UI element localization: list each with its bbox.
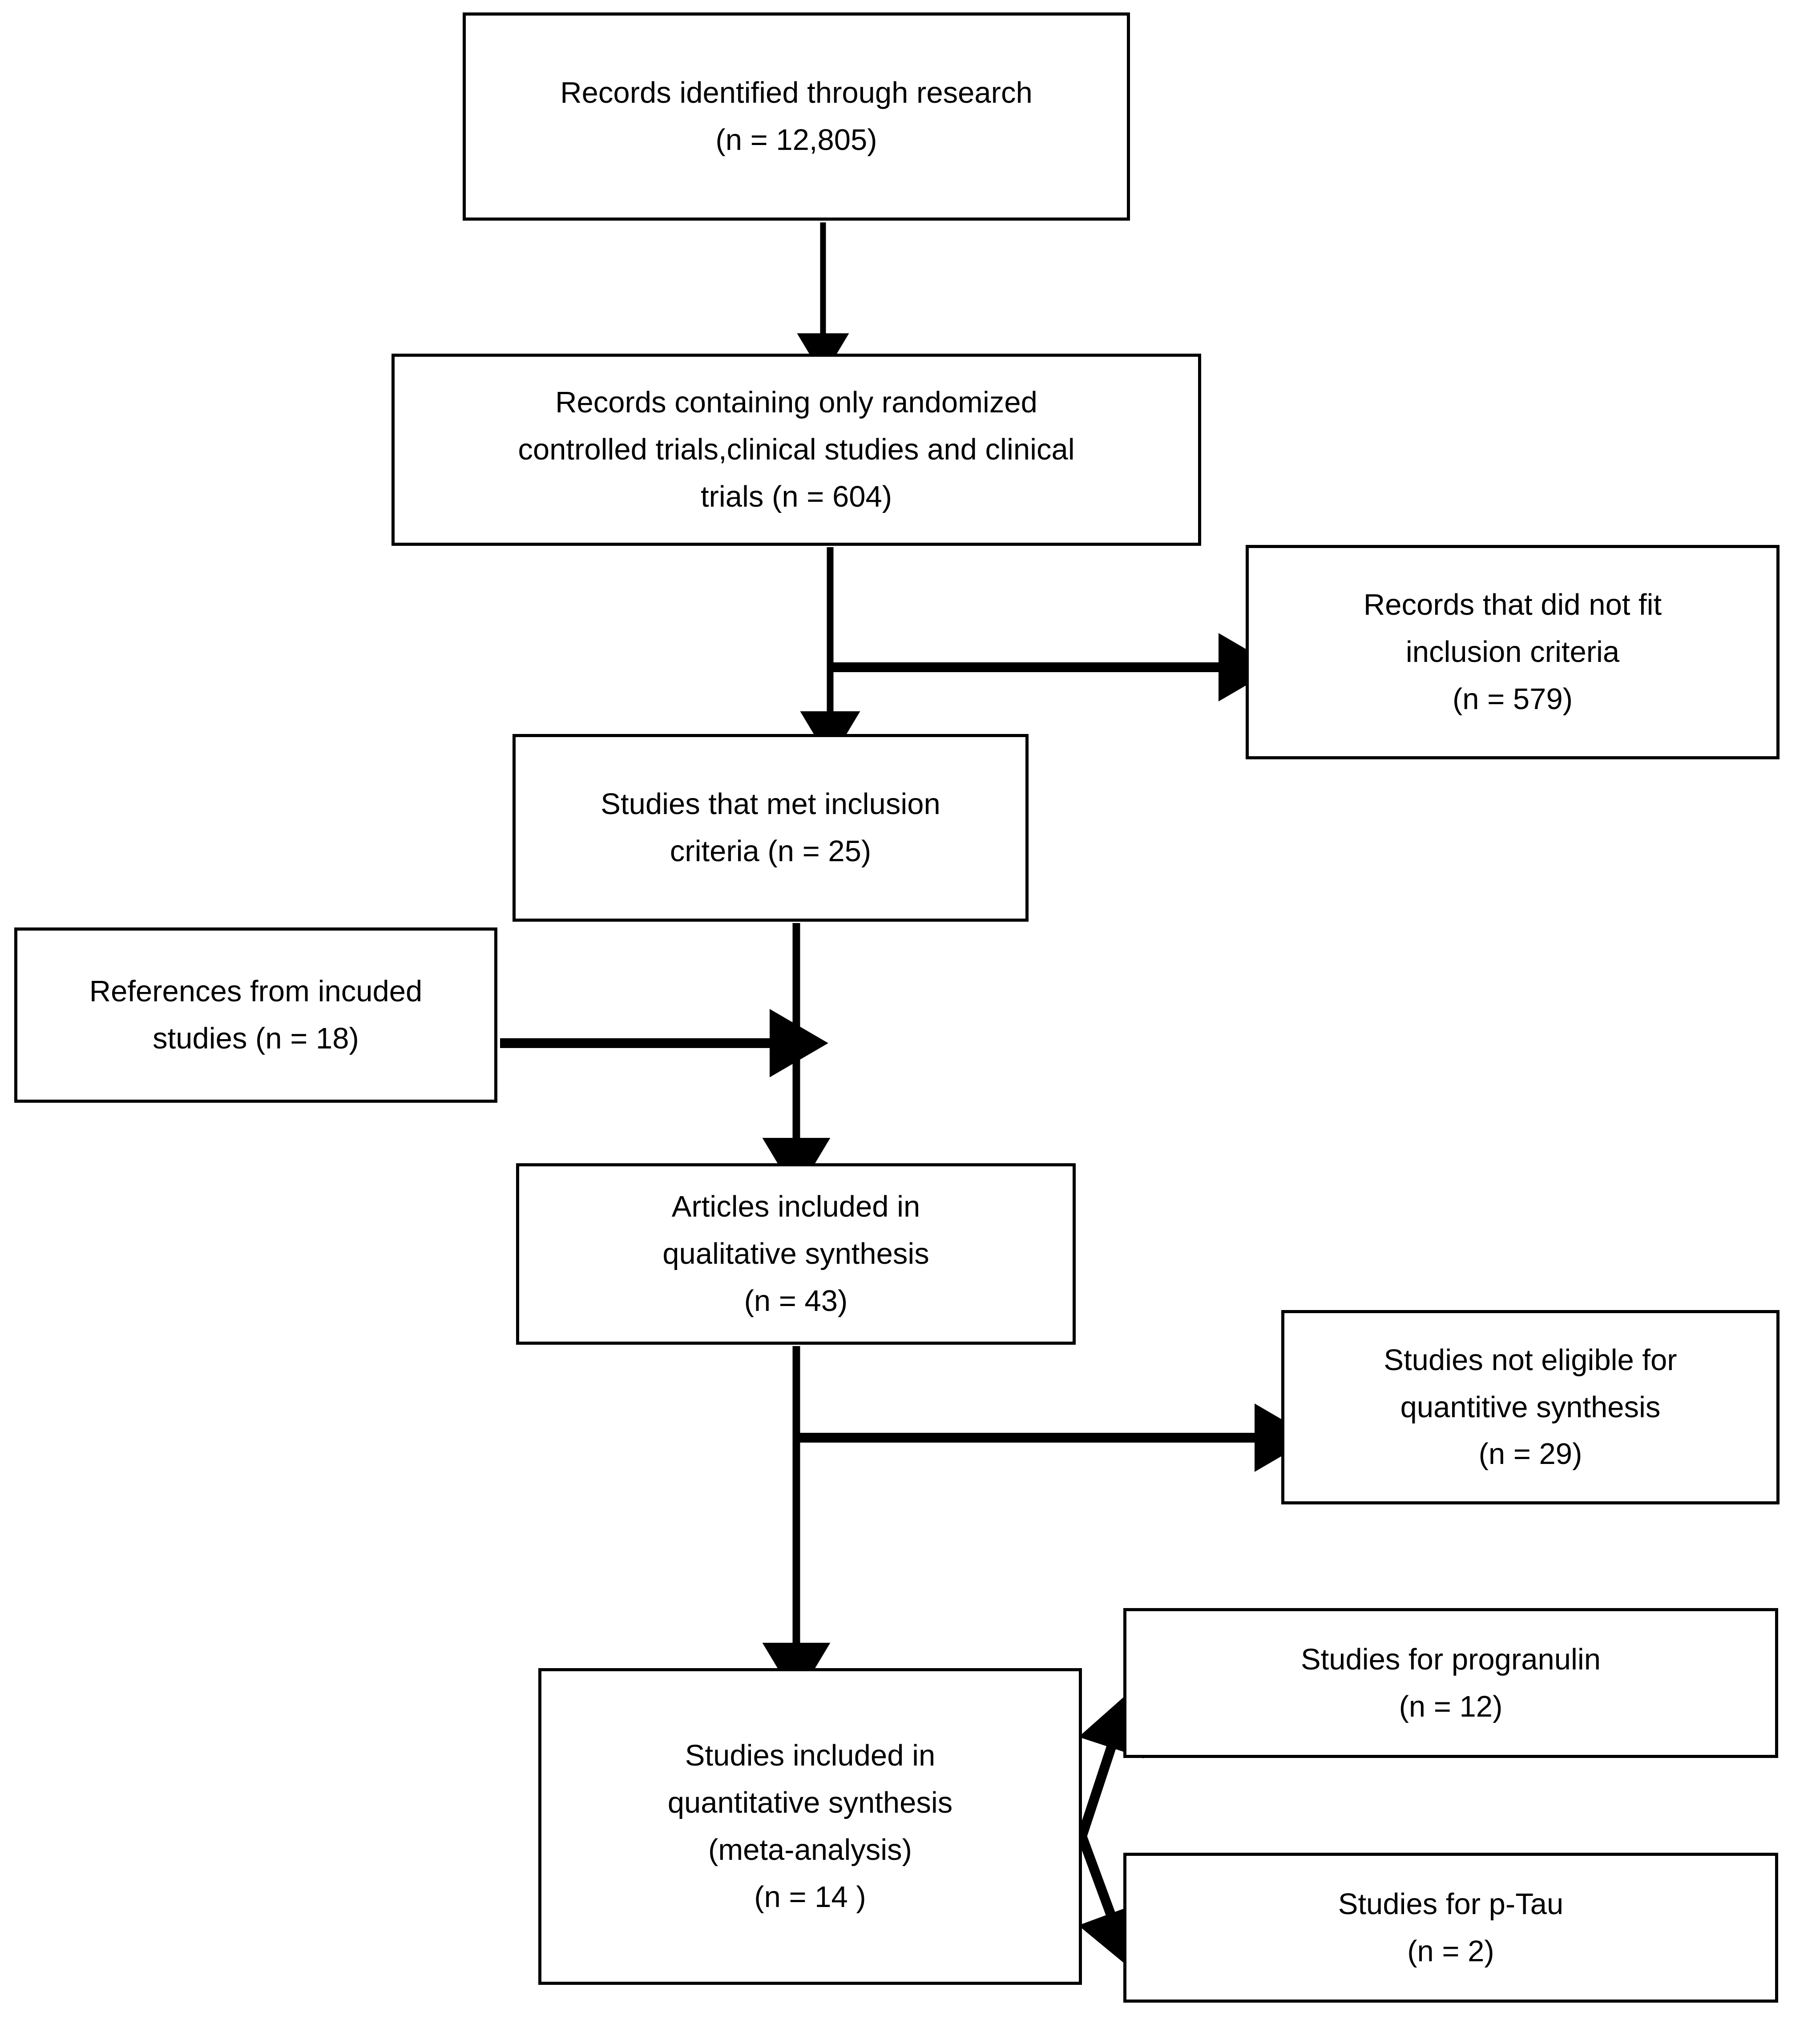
node-records-rct-filter: Records containing only randomized contr… <box>391 354 1201 546</box>
node-studies-quantitative: Studies included in quantitative synthes… <box>538 1668 1082 1985</box>
node-studies-ptau: Studies for p-Tau (n = 2) <box>1123 1853 1778 2003</box>
edge-studies-quantitative-to-progranulin <box>1077 1692 1144 1838</box>
node-studies-not-eligible: Studies not eligible for quantitive synt… <box>1281 1310 1780 1504</box>
node-records-excluded: Records that did not fit inclusion crite… <box>1246 545 1780 759</box>
edge-studies-quantitative-to-ptau <box>1077 1834 1143 1969</box>
node-studies-progranulin: Studies for progranulin (n = 12) <box>1123 1608 1778 1758</box>
node-studies-met-criteria: Studies that met inclusion criteria (n =… <box>513 734 1029 922</box>
node-records-identified: Records identified through research (n =… <box>463 12 1130 221</box>
node-articles-qualitative: Articles included in qualitative synthes… <box>516 1163 1076 1345</box>
node-references-from-included: References from incuded studies (n = 18) <box>14 927 497 1103</box>
